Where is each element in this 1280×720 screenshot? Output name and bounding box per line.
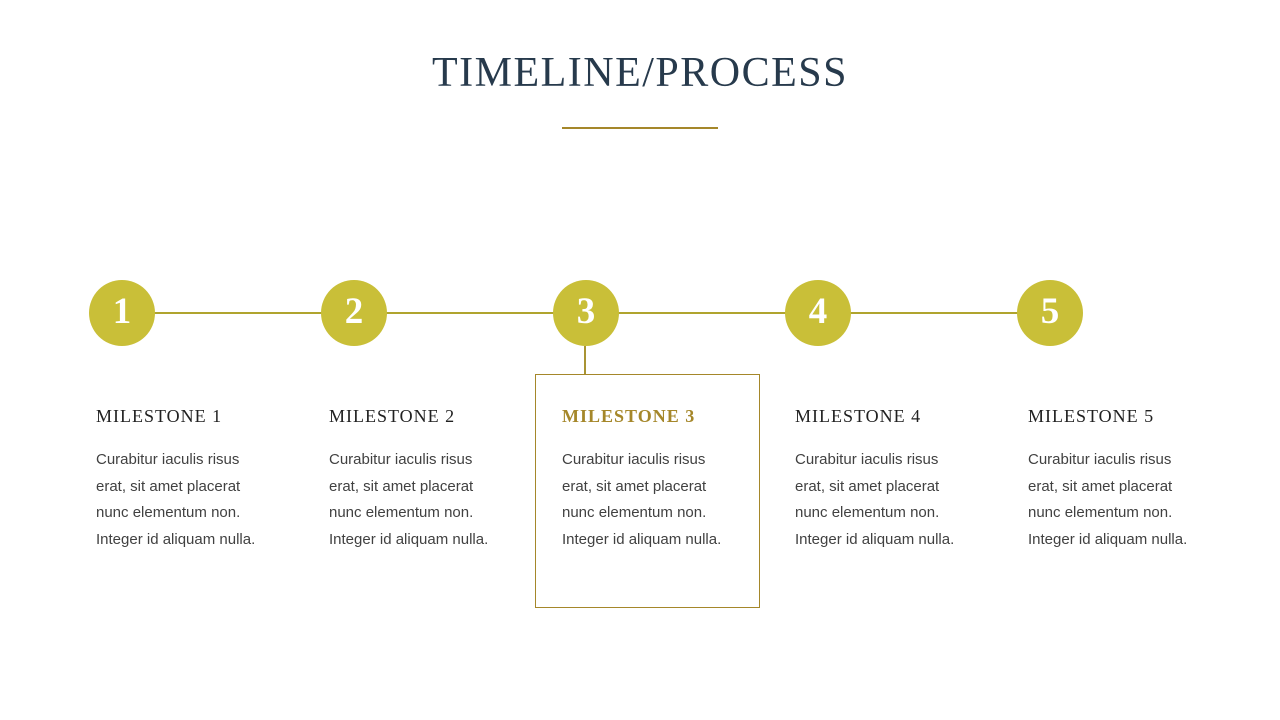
milestone-body-line: nunc elementum non. — [795, 504, 940, 521]
timeline-step-circle-3: 3 — [553, 280, 619, 346]
milestone-body-line: Integer id aliquam nulla. — [96, 530, 256, 548]
milestone-body-line: Curabitur iaculis risus — [1028, 451, 1172, 468]
milestone-body: Curabitur iaculis risus erat, sit amet pl… — [562, 447, 747, 553]
milestone-body-line: Curabitur iaculis risus — [562, 451, 706, 468]
milestone-body-line: erat, sit amet placerat — [562, 477, 707, 495]
milestone-body-line: nunc elementum non. — [1028, 504, 1173, 521]
milestone-column-3: MILESTONE 3 Curabitur iaculis risus erat, … — [562, 405, 747, 553]
milestone-title: MILESTONE 4 — [795, 406, 922, 426]
milestone-column-4: MILESTONE 4 Curabitur iaculis risus erat, … — [795, 405, 980, 553]
milestone-title: MILESTONE 5 — [1028, 406, 1155, 426]
title-underline — [562, 127, 718, 129]
milestone-body-line: nunc elementum non. — [329, 504, 474, 521]
milestone-body: Curabitur iaculis risus erat, sit amet pl… — [329, 447, 514, 553]
step3-vertical-connector — [584, 346, 586, 374]
milestone-column-5: MILESTONE 5 Curabitur iaculis risus erat, … — [1028, 405, 1213, 553]
milestone-body-line: Integer id aliquam nulla. — [1028, 530, 1188, 548]
milestone-3-highlight-box — [535, 374, 760, 608]
milestone-body: Curabitur iaculis risus erat, sit amet pl… — [96, 447, 281, 553]
milestone-body-line: Integer id aliquam nulla. — [795, 530, 955, 548]
milestone-body-line: erat, sit amet placerat — [96, 477, 241, 495]
milestone-title: MILESTONE 1 — [96, 406, 223, 426]
milestone-body-line: erat, sit amet placerat — [1028, 477, 1173, 495]
milestone-body: Curabitur iaculis risus erat, sit amet pl… — [1028, 447, 1213, 553]
milestone-title: MILESTONE 3 — [562, 406, 696, 426]
milestone-column-2: MILESTONE 2 Curabitur iaculis risus erat, … — [329, 405, 514, 553]
timeline-step-circle-4: 4 — [785, 280, 851, 346]
milestone-body-line: Curabitur iaculis risus — [329, 451, 473, 468]
milestone-body-line: nunc elementum non. — [562, 504, 707, 521]
milestone-body-line: erat, sit amet placerat — [795, 477, 940, 495]
milestone-column-1: MILESTONE 1 Curabitur iaculis risus erat, … — [96, 405, 281, 553]
slide-title: TIMELINE/PROCESS — [431, 50, 849, 96]
timeline-step-circle-2: 2 — [321, 280, 387, 346]
milestone-body-line: Integer id aliquam nulla. — [329, 530, 489, 548]
timeline-step-circle-5: 5 — [1017, 280, 1083, 346]
milestone-body: Curabitur iaculis risus erat, sit amet pl… — [795, 447, 980, 553]
milestone-body-line: erat, sit amet placerat — [329, 477, 474, 495]
milestone-title: MILESTONE 2 — [329, 406, 456, 426]
milestone-body-line: nunc elementum non. — [96, 504, 241, 521]
timeline-step-circle-1: 1 — [89, 280, 155, 346]
milestone-body-line: Curabitur iaculis risus — [795, 451, 939, 468]
milestone-body-line: Curabitur iaculis risus — [96, 451, 240, 468]
milestone-body-line: Integer id aliquam nulla. — [562, 530, 722, 548]
